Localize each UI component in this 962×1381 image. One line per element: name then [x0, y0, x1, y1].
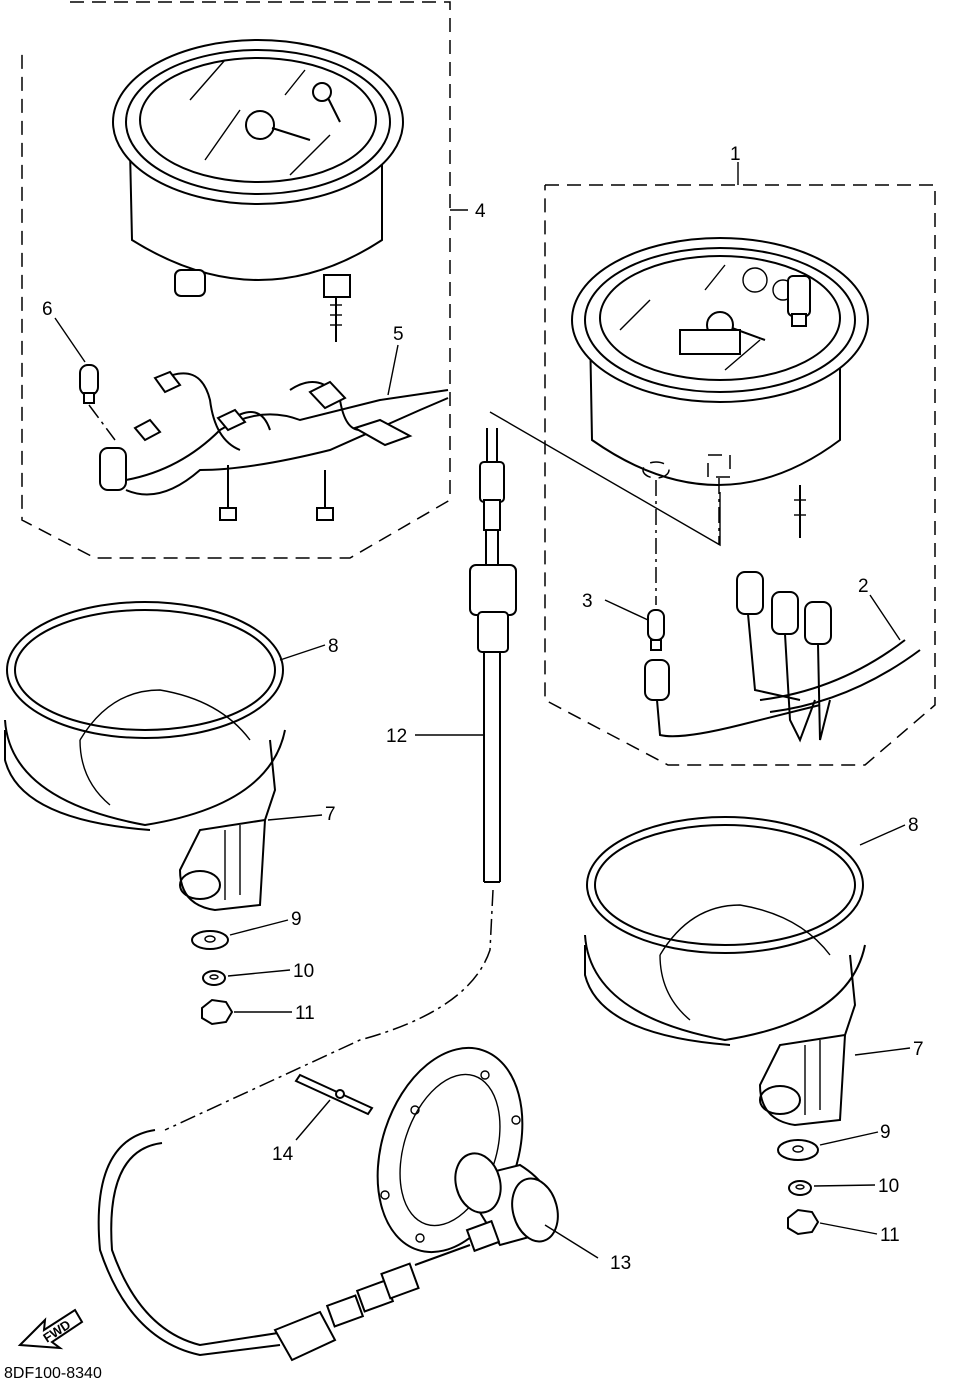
tachometer-gauge: [112, 39, 404, 342]
wire-harness-5: [99, 370, 449, 521]
callout-10-right: 10: [878, 1176, 899, 1197]
hardware-right: [777, 1139, 820, 1236]
callout-2: 2: [858, 576, 869, 597]
callout-8-right: 8: [908, 815, 919, 836]
callout-10-left: 10: [293, 961, 314, 982]
callout-14: 14: [272, 1144, 294, 1165]
bulb-6: [79, 364, 116, 441]
callout-labels: 1 2 3 4 5 6 7 7 8 8 9 9 10 10 11 11 12 1…: [42, 144, 924, 1274]
wire-harness-2: [644, 571, 921, 743]
callout-5: 5: [393, 324, 404, 345]
callout-9-right: 9: [880, 1122, 891, 1143]
bulb-3: [647, 609, 665, 651]
callout-11-left: 11: [295, 1003, 315, 1024]
callout-12: 12: [386, 726, 407, 747]
callout-3: 3: [582, 591, 593, 612]
callout-1: 1: [730, 144, 741, 165]
phantom-guide-lines: [489, 411, 721, 547]
gauge-housing-left: [4, 601, 286, 912]
callout-9-left: 9: [291, 909, 302, 930]
leader-lines: [54, 162, 911, 1259]
drawing-code: 8DF100-8340: [4, 1365, 102, 1381]
callout-7-right: 7: [913, 1039, 924, 1060]
pin-14: [294, 1073, 374, 1116]
assembly-1-box: [544, 184, 936, 766]
callout-6: 6: [42, 299, 53, 320]
callout-7-left: 7: [325, 804, 336, 825]
assembly-4-box: [21, 1, 451, 559]
callout-8-left: 8: [328, 636, 339, 657]
gauge-housing-right: [584, 816, 866, 1127]
speedometer-cable-12: [164, 428, 517, 1131]
lower-cable: [97, 1129, 471, 1362]
callout-4: 4: [475, 201, 486, 222]
speedometer-gauge: [571, 237, 869, 605]
fwd-arrow-icon: FWD: [17, 1308, 84, 1350]
callout-13: 13: [610, 1253, 631, 1274]
callout-11-right: 11: [880, 1225, 900, 1246]
speedometer-drive-13: [376, 1046, 559, 1254]
hardware-left: [191, 930, 234, 1026]
